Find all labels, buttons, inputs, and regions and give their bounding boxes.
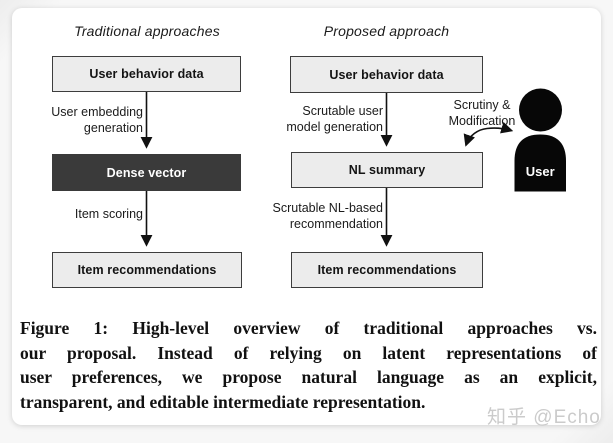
caption-line: Figure 1: High-level overview of traditi…	[20, 318, 597, 338]
label-user-embedding-generation: User embedding generation	[30, 105, 143, 136]
label-scrutable-nl-based-recommendation: Scrutable NL-based recommendation	[270, 201, 383, 232]
label-line: model generation	[286, 119, 383, 134]
label-scrutable-user-model-generation: Scrutable user model generation	[270, 104, 383, 135]
box-proposed-user-behavior-data: User behavior data	[290, 56, 483, 93]
label-line: Item scoring	[74, 207, 143, 221]
box-label: User behavior data	[329, 67, 444, 82]
box-label: Item recommendations	[77, 263, 217, 277]
column-title-proposed: Proposed approach	[323, 23, 450, 39]
label-line: Scrutiny &	[453, 98, 511, 112]
label-scrutiny-modification: Scrutiny & Modification	[437, 98, 527, 129]
box-label: NL summary	[348, 163, 426, 177]
caption-line: transparent, and editable intermediate r…	[20, 391, 426, 412]
box-traditional-user-behavior-data: User behavior data	[52, 56, 241, 92]
caption-line: user preferences, we propose natural lan…	[20, 367, 597, 387]
box-traditional-dense-vector: Dense vector	[52, 154, 241, 191]
label-line: recommendation	[289, 216, 383, 231]
label-line: User embedding	[51, 105, 143, 119]
caption-line: our proposal. Instead of relying on late…	[20, 342, 597, 363]
column-title-traditional: Traditional approaches	[74, 23, 220, 39]
label-line: Scrutable user	[302, 104, 383, 118]
watermark-zhihu-echo: 知乎 @Echo	[487, 407, 601, 428]
box-proposed-nl-summary: NL summary	[291, 152, 483, 188]
label-line: Scrutable NL-based	[272, 201, 383, 215]
label-line: generation	[83, 120, 143, 135]
label-item-scoring: Item scoring	[40, 207, 143, 223]
box-traditional-item-recommendations: Item recommendations	[52, 252, 242, 288]
box-proposed-item-recommendations: Item recommendations	[291, 252, 483, 288]
figure-caption: Figure 1: High-level overview of traditi…	[20, 316, 597, 414]
box-label: Item recommendations	[317, 263, 457, 277]
box-label: User behavior data	[89, 67, 204, 81]
label-line: Modification	[448, 113, 516, 128]
box-label: Dense vector	[106, 165, 187, 180]
